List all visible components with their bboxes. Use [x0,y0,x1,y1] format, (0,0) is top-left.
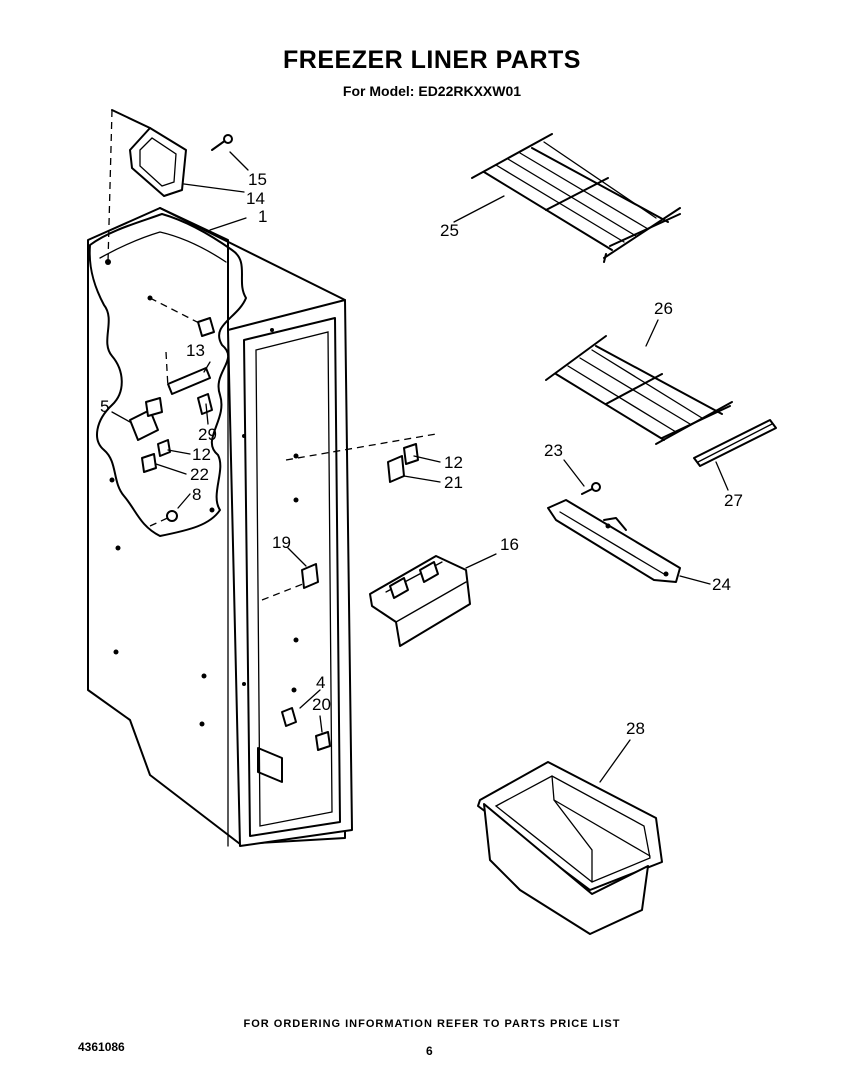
callout-5: 5 [100,397,109,416]
callout-29: 29 [198,425,217,444]
page-title: FREEZER LINER PARTS [283,46,581,74]
callout-22: 22 [190,465,209,484]
handle-part-14 [111,109,187,197]
leader-lines [111,151,729,783]
document-number: 4361086 [78,1040,125,1054]
callout-8: 8 [192,485,201,504]
slide-part-24 [547,499,681,583]
callout-14: 14 [246,189,265,208]
page-number: 6 [426,1044,433,1058]
callout-15: 15 [248,170,267,189]
callout-4: 4 [316,673,325,692]
screw-part-15 [211,134,233,151]
callout-20: 20 [312,695,331,714]
callout-26: 26 [654,299,673,318]
trim-part-27 [693,419,777,467]
cover-part-16 [369,555,471,647]
callout-23: 23 [544,441,563,460]
shelf-part-25 [471,133,681,263]
bin-part-28 [477,761,663,935]
callout-21: 21 [444,473,463,492]
callout-13: 13 [186,341,205,360]
callout-labels: 15 14 1 25 26 13 5 29 12 22 8 12 21 23 2… [100,170,743,738]
callout-28: 28 [626,719,645,738]
ordering-note: FOR ORDERING INFORMATION REFER TO PARTS … [243,1018,621,1030]
callout-25: 25 [440,221,459,240]
callout-27: 27 [724,491,743,510]
callout-19: 19 [272,533,291,552]
callout-12-left: 12 [192,445,211,464]
callout-24: 24 [712,575,731,594]
model-subtitle: For Model: ED22RKXXW01 [342,83,522,99]
callout-1: 1 [258,207,267,226]
callout-12-right: 12 [444,453,463,472]
shelf-part-26 [545,335,733,445]
freezer-liner-part-1 [87,207,353,847]
hardware-upper [129,317,419,751]
callout-16: 16 [500,535,519,554]
screw-part-23 [581,482,601,495]
